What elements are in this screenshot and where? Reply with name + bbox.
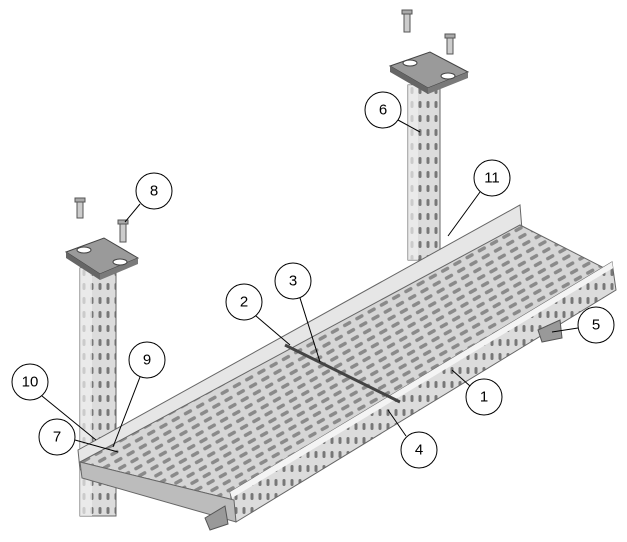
svg-text:1: 1 [480, 389, 488, 406]
callout-4: 4 [400, 431, 438, 469]
svg-text:2: 2 [240, 294, 248, 311]
bracket [204, 505, 229, 531]
svg-text:6: 6 [379, 102, 387, 119]
leader-lines [41, 119, 579, 453]
bolt-icon [444, 33, 456, 55]
callout-10: 10 [11, 363, 49, 401]
svg-text:9: 9 [143, 352, 151, 369]
callout-7: 7 [38, 418, 76, 456]
svg-text:7: 7 [53, 429, 61, 446]
splice-joint [284, 343, 401, 404]
callout-11: 11 [473, 159, 511, 197]
callout-3: 3 [274, 262, 312, 300]
svg-text:4: 4 [415, 442, 423, 459]
svg-text:3: 3 [289, 273, 297, 290]
callout-9: 9 [128, 341, 166, 379]
svg-text:10: 10 [22, 374, 39, 391]
svg-text:5: 5 [592, 317, 600, 334]
callout-6: 6 [364, 91, 402, 129]
callout-1: 1 [465, 378, 503, 416]
bolt-icon [74, 197, 86, 219]
callout-2: 2 [225, 283, 263, 321]
callout-8: 8 [135, 172, 173, 210]
bolt-icon [401, 9, 413, 33]
cable-tray [77, 204, 617, 531]
callout-5: 5 [577, 306, 615, 344]
right-hanger [388, 9, 470, 261]
svg-text:8: 8 [150, 183, 158, 200]
bracket [537, 319, 563, 343]
bolt-icon [117, 219, 129, 243]
svg-text:11: 11 [484, 170, 500, 187]
